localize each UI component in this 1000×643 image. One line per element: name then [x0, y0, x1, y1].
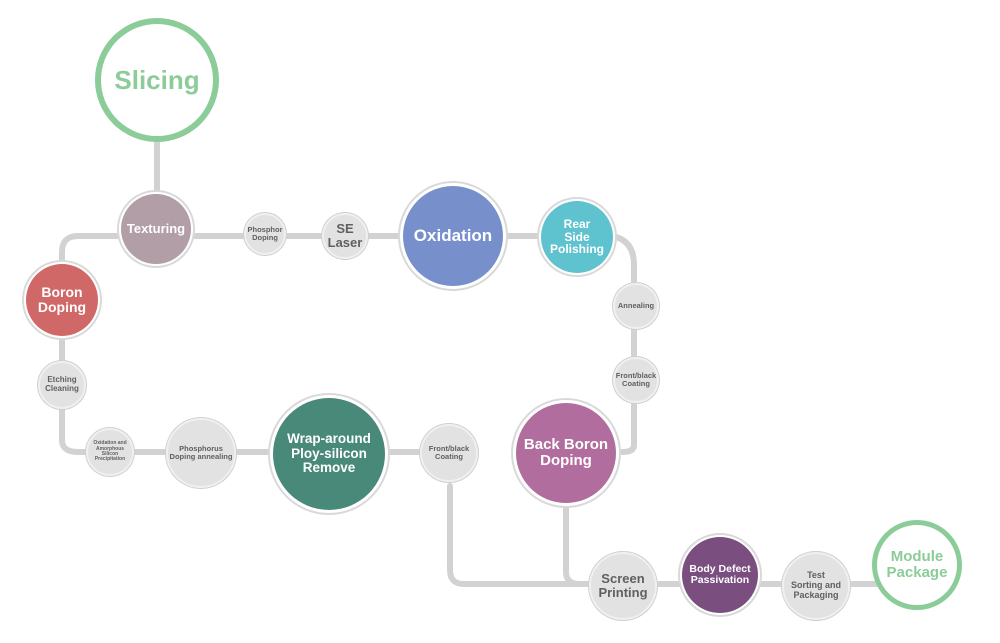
- node-screen-printing: Screen Printing: [589, 552, 657, 620]
- connector-right-column: [609, 233, 637, 455]
- node-module-package: Module Package: [872, 520, 962, 610]
- connector-backboron-screen: [563, 505, 583, 587]
- node-boron-doping-label: Boron Doping: [37, 283, 87, 315]
- node-annealing-label: Annealing: [617, 300, 655, 310]
- node-oxidation: Oxidation: [398, 181, 508, 291]
- node-texturing: Texturing: [117, 190, 195, 268]
- node-oxidation-amorphous-label: Oxidation and Amorphous Silicon Precipit…: [93, 440, 127, 463]
- node-front-black-coating-mid-label: Front/black Coating: [428, 443, 470, 461]
- node-texturing-core: Texturing: [121, 194, 191, 264]
- node-body-defect-passivation-core: Body Defect Passivation: [682, 537, 758, 613]
- node-rear-side-polishing: Rear Side Polishing: [537, 197, 617, 277]
- node-front-black-coating-right-label: Front/black Coating: [615, 370, 657, 388]
- node-phosphor-doping: Phosphor Doping: [244, 213, 286, 255]
- node-test-sorting-packaging-label: Test Sorting and Packaging: [791, 570, 841, 600]
- node-phosphorus-doping-annealing: Phosphorus Doping annealing: [166, 418, 236, 488]
- node-oxidation-amorphous: Oxidation and Amorphous Silicon Precipit…: [86, 428, 134, 476]
- node-boron-doping: Boron Doping: [22, 260, 102, 340]
- node-front-black-coating-right: Front/black Coating: [613, 357, 659, 403]
- node-rear-side-polishing-core: Rear Side Polishing: [541, 201, 613, 273]
- node-body-defect-passivation: Body Defect Passivation: [678, 533, 762, 617]
- node-back-boron-doping-core: Back Boron Doping: [516, 403, 616, 503]
- node-front-black-coating-mid: Front/black Coating: [420, 424, 478, 482]
- node-back-boron-doping: Back Boron Doping: [511, 398, 621, 508]
- node-wrap-around-label: Wrap-around Ploy-silicon Remove: [287, 431, 371, 476]
- node-annealing: Annealing: [613, 283, 659, 329]
- node-rear-side-polishing-label: Rear Side Polishing: [550, 216, 604, 257]
- node-back-boron-doping-label: Back Boron Doping: [523, 435, 609, 469]
- connector-left-loop: [59, 233, 273, 455]
- node-oxidation-core: Oxidation: [403, 186, 503, 286]
- node-slicing-label: Slicing: [114, 64, 200, 95]
- node-etching-cleaning: Etching Cleaning: [38, 361, 86, 409]
- node-screen-printing-label: Screen Printing: [598, 570, 648, 600]
- node-test-sorting-packaging: Test Sorting and Packaging: [782, 552, 850, 620]
- node-phosphor-doping-label: Phosphor Doping: [247, 224, 283, 242]
- node-se-laser: SE Laser: [322, 213, 368, 259]
- connector-front-screen: [447, 483, 598, 587]
- node-oxidation-label: Oxidation: [413, 225, 493, 245]
- node-phosphorus-doping-annealing-label: Phosphorus Doping annealing: [169, 443, 233, 461]
- node-wrap-around-core: Wrap-around Ploy-silicon Remove: [273, 398, 385, 510]
- node-body-defect-passivation-label: Body Defect Passivation: [689, 562, 751, 586]
- node-se-laser-label: SE Laser: [327, 220, 363, 250]
- node-wrap-around: Wrap-around Ploy-silicon Remove: [268, 393, 390, 515]
- node-texturing-label: Texturing: [126, 220, 186, 236]
- node-boron-doping-core: Boron Doping: [26, 264, 98, 336]
- node-module-package-label: Module Package: [886, 547, 948, 581]
- node-slicing: Slicing: [95, 18, 219, 142]
- node-etching-cleaning-label: Etching Cleaning: [45, 375, 79, 393]
